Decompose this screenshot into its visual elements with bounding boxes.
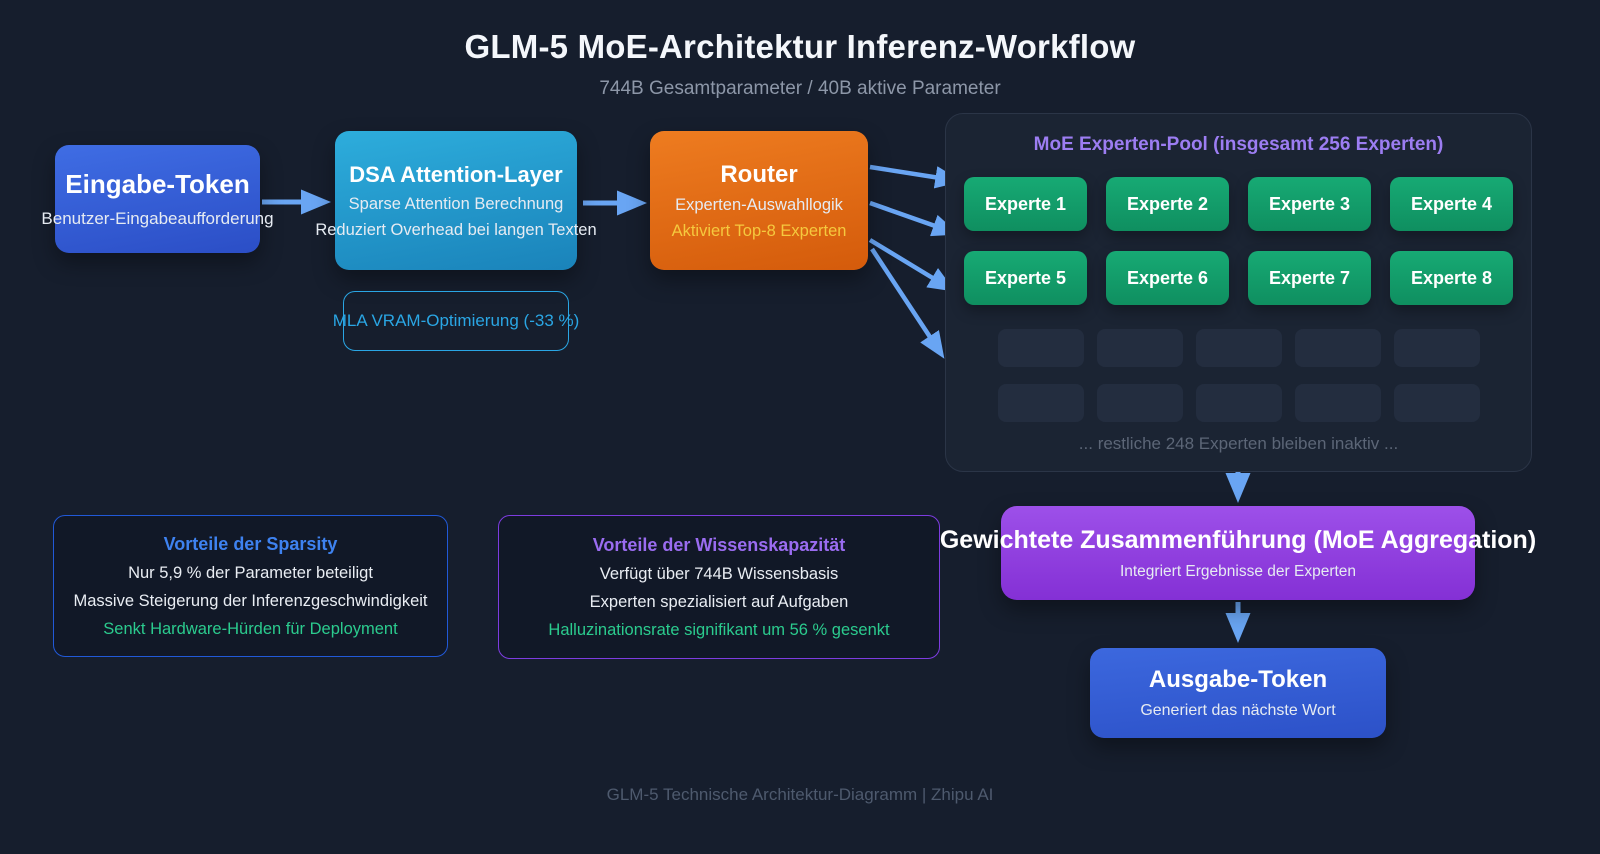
info-box-wissenskapazitaet: Vorteile der Wissenskapazität Verfügt üb…	[498, 515, 940, 659]
dsa-title: DSA Attention-Layer	[349, 161, 563, 187]
sparsity-title: Vorteile der Sparsity	[163, 533, 338, 554]
inactive-expert-box	[1096, 384, 1183, 422]
ausgabe-token-subtitle: Generiert das nächste Wort	[1140, 702, 1336, 719]
inactive-expert-box	[1195, 329, 1282, 367]
expert-box-7: Experte 7	[1248, 251, 1371, 305]
ausgabe-token-title: Ausgabe-Token	[1148, 666, 1328, 693]
inactive-expert-box	[1294, 384, 1381, 422]
eingabe-token-subtitle: Benutzer-Eingabeaufforderung	[41, 209, 274, 228]
sparsity-line-1: Nur 5,9 % der Parameter beteiligt	[128, 563, 373, 582]
expert-box-1: Experte 1	[964, 177, 1087, 231]
inactive-experts-note: ... restliche 248 Experten bleiben inakt…	[1078, 434, 1399, 453]
inactive-expert-box	[1294, 329, 1381, 367]
aggregation-title: Gewichtete Zusammenführung (MoE Aggregat…	[939, 525, 1537, 554]
router-line1: Experten-Auswahllogik	[675, 195, 843, 214]
router-title: Router	[720, 160, 798, 188]
expert-box-4: Experte 4	[1390, 177, 1513, 231]
inactive-expert-box	[1195, 384, 1282, 422]
sparsity-highlight: Senkt Hardware-Hürden für Deployment	[103, 619, 398, 638]
node-moe-aggregation: Gewichtete Zusammenführung (MoE Aggregat…	[940, 506, 1536, 600]
inactive-expert-box	[1393, 384, 1480, 422]
node-ausgabe-token: Ausgabe-Token Generiert das nächste Wort	[1090, 648, 1386, 738]
mla-vram-label: MLA VRAM-Optimierung (-33 %)	[332, 311, 580, 330]
aggregation-subtitle: Integriert Ergebnisse der Experten	[1119, 562, 1357, 580]
expert-box-2: Experte 2	[1106, 177, 1229, 231]
arrow-router-to-pool-1	[869, 164, 963, 189]
inactive-expert-row-1	[946, 329, 1531, 367]
node-dsa-attention-layer: DSA Attention-Layer Sparse Attention Ber…	[315, 131, 597, 270]
arrow-router-to-pool-3	[868, 238, 956, 292]
node-router: Router Experten-Auswahllogik Aktiviert T…	[650, 131, 868, 270]
moe-expert-pool-panel: MoE Experten-Pool (insgesamt 256 Experte…	[945, 113, 1532, 472]
expert-box-6: Experte 6	[1106, 251, 1229, 305]
arrow-router-to-pool-2	[869, 200, 960, 237]
inactive-expert-box	[997, 329, 1084, 367]
inactive-expert-box	[1393, 329, 1480, 367]
knowledge-line-1: Verfügt über 744B Wissensbasis	[599, 564, 839, 583]
footer-caption: GLM-5 Technische Architektur-Diagramm | …	[606, 785, 994, 804]
dsa-line1: Sparse Attention Berechnung	[348, 194, 564, 213]
page-subtitle: 744B Gesamtparameter / 40B aktive Parame…	[599, 78, 1001, 99]
active-expert-row-2: Experte 5 Experte 6 Experte 7 Experte 8	[946, 251, 1531, 305]
dsa-line2: Reduziert Overhead bei langen Texten	[315, 220, 597, 239]
sparsity-line-2: Massive Steigerung der Inferenzgeschwind…	[73, 591, 428, 610]
router-highlight: Aktiviert Top-8 Experten	[671, 221, 847, 240]
mla-vram-note: MLA VRAM-Optimierung (-33 %)	[333, 291, 579, 351]
expert-pool-title: MoE Experten-Pool (insgesamt 256 Experte…	[1033, 134, 1444, 155]
knowledge-line-2: Experten spezialisiert auf Aufgaben	[589, 592, 849, 611]
active-expert-row-1: Experte 1 Experte 2 Experte 3 Experte 4	[946, 177, 1531, 231]
expert-box-8: Experte 8	[1390, 251, 1513, 305]
arrow-router-to-pool-4	[870, 247, 945, 359]
knowledge-highlight: Halluzinationsrate signifikant um 56 % g…	[548, 620, 890, 639]
inactive-expert-box	[1096, 329, 1183, 367]
page-title: GLM-5 MoE-Architektur Inferenz-Workflow	[464, 28, 1136, 65]
knowledge-title: Vorteile der Wissenskapazität	[592, 534, 846, 555]
expert-box-3: Experte 3	[1248, 177, 1371, 231]
inactive-expert-box	[997, 384, 1084, 422]
info-box-sparsity: Vorteile der Sparsity Nur 5,9 % der Para…	[53, 515, 448, 657]
expert-box-5: Experte 5	[964, 251, 1087, 305]
inactive-expert-row-2	[946, 384, 1531, 422]
eingabe-token-title: Eingabe-Token	[65, 169, 250, 199]
node-eingabe-token: Eingabe-Token Benutzer-Eingabeaufforderu…	[41, 145, 274, 253]
